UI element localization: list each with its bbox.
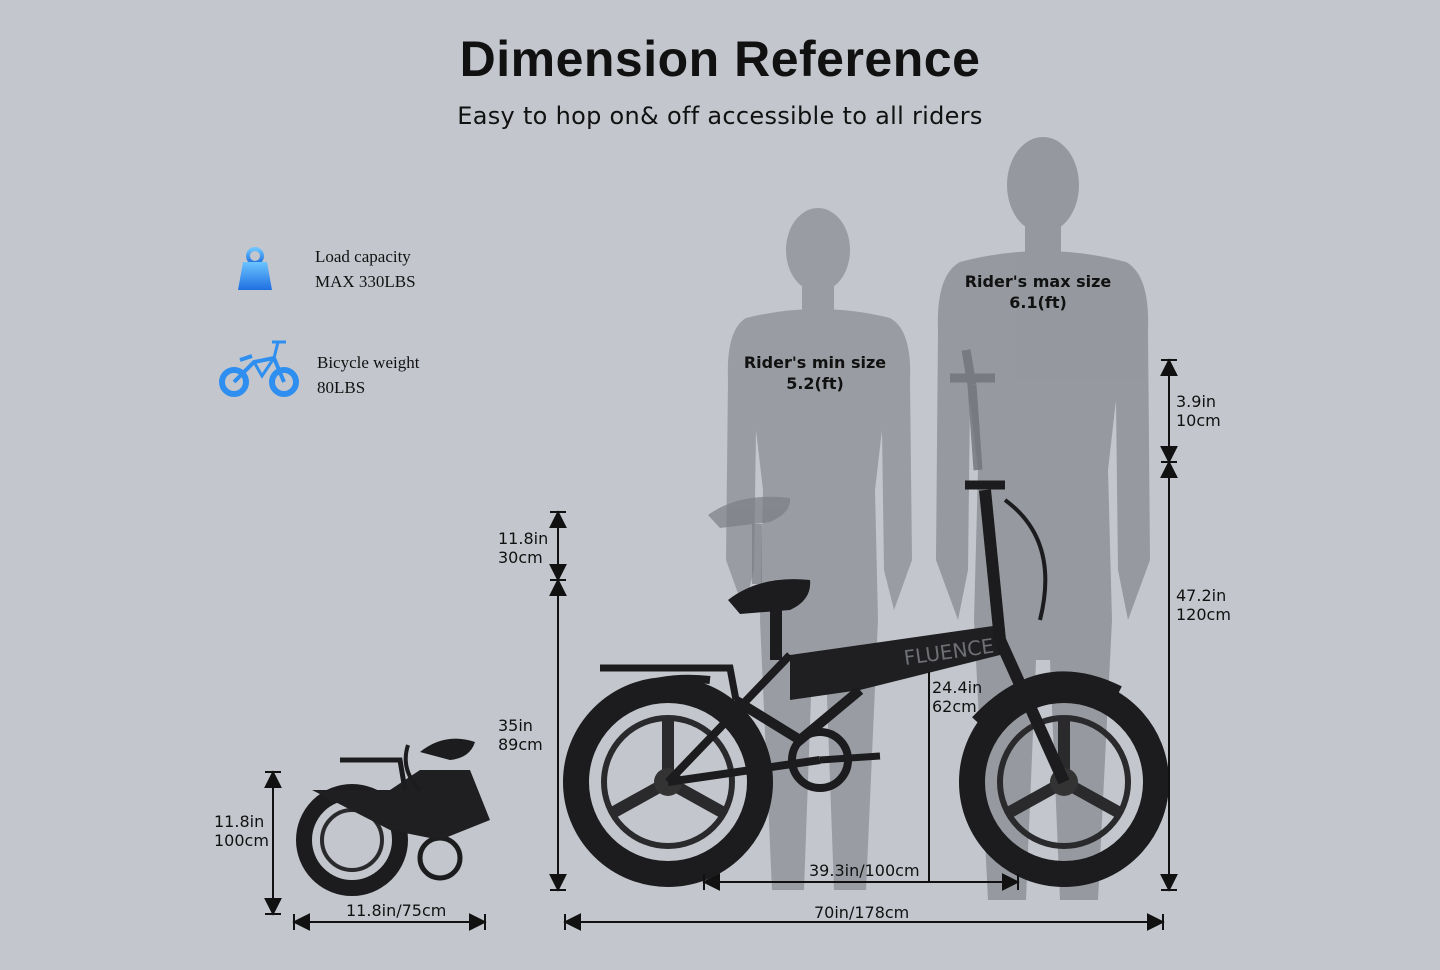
ghost-handlebar <box>950 349 995 471</box>
ghost-seat <box>708 496 791 584</box>
seat-height-in: 35in <box>498 716 533 735</box>
total-length-dimension: 70in/178cm <box>814 903 910 922</box>
folded-height-in: 11.8in <box>214 812 265 831</box>
min-rider-value: 5.2(ft) <box>786 374 844 393</box>
bicycle-weight-spec: Bicycle weight 80LBS <box>317 350 419 400</box>
min-rider-silhouette <box>726 208 912 890</box>
seat-extra-in: 11.8in <box>498 529 549 548</box>
weight-icon <box>238 247 272 290</box>
page-title: Dimension Reference <box>459 31 981 87</box>
load-capacity-label: Load capacity <box>315 247 411 266</box>
frame-height-dimension: 24.4in 62cm <box>932 678 982 716</box>
frame-height-in: 24.4in <box>932 678 983 697</box>
dimension-lines <box>264 358 1178 931</box>
max-rider-label: Rider's max size 6.1(ft) <box>958 271 1118 313</box>
total-height-cm: 120cm <box>1176 605 1231 624</box>
seat-height-dimension: 35in 89cm <box>498 716 543 754</box>
handlebar-extra-in: 3.9in <box>1176 392 1217 411</box>
total-height-dimension: 47.2in 120cm <box>1176 586 1231 624</box>
page-subtitle: Easy to hop on& off accessible to all ri… <box>457 102 983 130</box>
max-rider-value: 6.1(ft) <box>1009 293 1067 312</box>
load-capacity-spec: Load capacity MAX 330LBS <box>315 244 416 294</box>
min-rider-title: Rider's min size <box>743 353 887 372</box>
wheelbase-dimension: 39.3in/100cm <box>809 861 920 880</box>
bicycle-weight-label: Bicycle weight <box>317 353 420 372</box>
folded-length-dimension: 11.8in/75cm <box>346 901 447 920</box>
min-rider-label: Rider's min size 5.2(ft) <box>735 352 895 394</box>
folded-height-cm: 100cm <box>214 831 269 850</box>
main-bike: FLUENCE <box>563 480 1169 887</box>
handlebar-extra-cm: 10cm <box>1176 411 1221 430</box>
seat-extra-cm: 30cm <box>498 548 543 567</box>
handlebar-extra-dimension: 3.9in 10cm <box>1176 392 1221 430</box>
seat-height-cm: 89cm <box>498 735 543 754</box>
load-capacity-value: MAX 330LBS <box>315 272 416 291</box>
total-height-in: 47.2in <box>1176 586 1227 605</box>
seat-extra-dimension: 11.8in 30cm <box>498 529 548 567</box>
max-rider-title: Rider's max size <box>964 272 1112 291</box>
folded-bike <box>296 738 490 896</box>
frame-height-cm: 62cm <box>932 697 977 716</box>
bicycle-weight-value: 80LBS <box>317 378 366 397</box>
folded-height-dimension: 11.8in 100cm <box>214 812 269 850</box>
bicycle-icon <box>219 340 299 397</box>
